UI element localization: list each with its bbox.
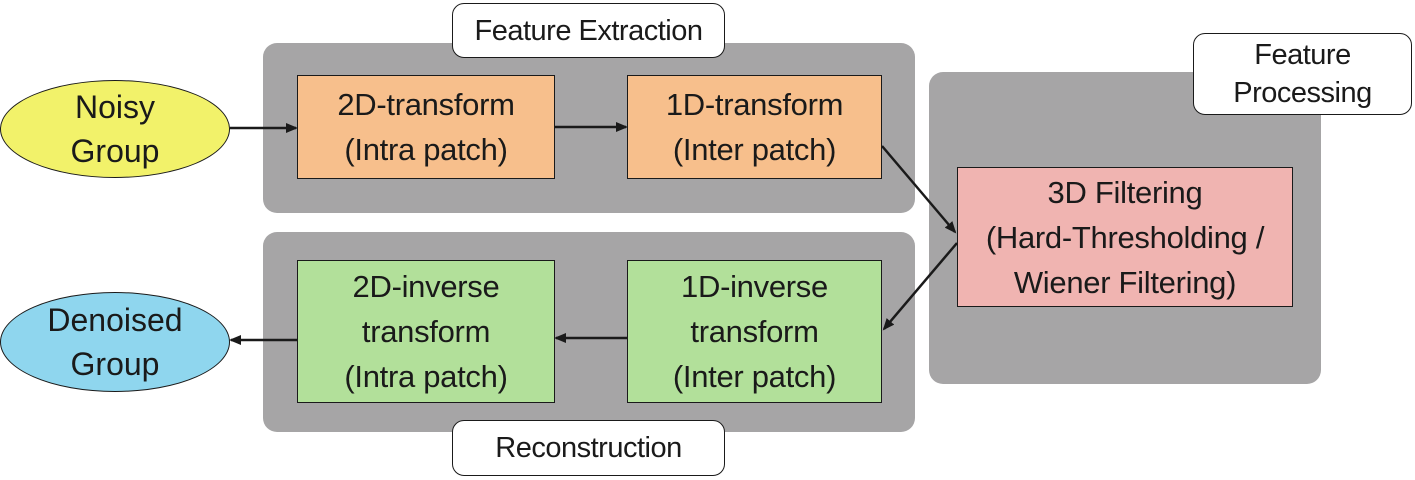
- feature-processing-label: Feature Processing: [1193, 33, 1412, 115]
- 3d-filtering-line1: 3D Filtering: [1047, 174, 1203, 210]
- denoised-group-node: Denoised Group: [0, 292, 230, 392]
- 1d-inverse-line3: (Inter patch): [672, 359, 837, 394]
- 1d-transform-line2: (Inter patch): [672, 132, 837, 167]
- 1d-transform-line1: 1D-transform: [665, 87, 844, 122]
- 2d-inverse-line2: transform: [361, 314, 491, 349]
- 2d-inverse-line1: 2D-inverse: [352, 269, 500, 304]
- feature-processing-label-line2: Processing: [1233, 77, 1372, 109]
- 3d-filtering-box: 3D Filtering (Hard-Thresholding / Wiener…: [957, 167, 1293, 307]
- noisy-group-line2: Group: [70, 133, 160, 169]
- arrow-3d-filtering-to-1d-inverse: [882, 242, 958, 331]
- reconstruction-label: Reconstruction: [452, 420, 725, 476]
- noisy-group-line1: Noisy: [74, 89, 155, 125]
- denoised-group-line2: Group: [70, 346, 160, 382]
- 2d-transform-box: 2D-transform (Intra patch): [297, 75, 555, 179]
- arrow-1d-transform-to-3d-filtering: [881, 145, 957, 234]
- 3d-filtering-line2: (Hard-Thresholding /: [985, 219, 1265, 255]
- feature-processing-label-line1: Feature: [1254, 39, 1351, 71]
- noisy-group-node: Noisy Group: [0, 80, 230, 178]
- feature-extraction-label: Feature Extraction: [452, 3, 725, 58]
- 2d-transform-line2: (Intra patch): [344, 132, 508, 167]
- denoised-group-line1: Denoised: [47, 302, 183, 338]
- 2d-transform-line1: 2D-transform: [337, 87, 515, 122]
- 1d-inverse-line1: 1D-inverse: [681, 269, 828, 304]
- 3d-filtering-line3: Wiener Filtering): [1013, 264, 1237, 300]
- 1d-transform-box: 1D-transform (Inter patch): [627, 75, 882, 179]
- 2d-inverse-transform-box: 2D-inverse transform (Intra patch): [297, 260, 555, 403]
- 2d-inverse-line3: (Intra patch): [344, 359, 508, 394]
- feature-extraction-label-text: Feature Extraction: [474, 14, 703, 47]
- 1d-inverse-line2: transform: [690, 314, 819, 349]
- 1d-inverse-transform-box: 1D-inverse transform (Inter patch): [627, 260, 882, 403]
- reconstruction-label-text: Reconstruction: [495, 432, 682, 464]
